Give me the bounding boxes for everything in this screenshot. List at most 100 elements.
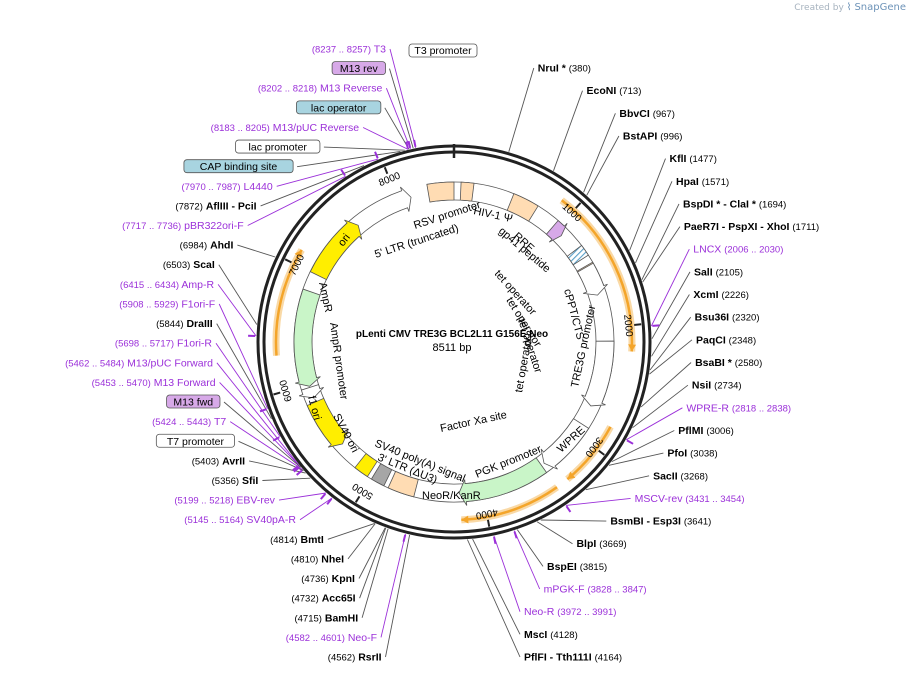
site-label-m13-puc-forward[interactable]: (5462 .. 5484) M13/pUC Forward <box>65 357 213 369</box>
site-label-nrui[interactable]: NruI * (380) <box>538 63 591 75</box>
leader-line <box>611 430 675 463</box>
site-label-hpai[interactable]: HpaI (1571) <box>676 176 729 188</box>
site-label-lac-promoter[interactable]: lac promoter <box>235 139 321 154</box>
site-label-pfoi[interactable]: PfoI (3038) <box>667 448 717 460</box>
site-label-lncx[interactable]: LNCX (2006 .. 2030) <box>693 244 783 256</box>
site-label-mscv-rev[interactable]: MSCV-rev (3431 .. 3454) <box>635 493 745 505</box>
feature-wpre[interactable] <box>581 340 615 407</box>
site-label-kpni[interactable]: (4736) KpnI <box>301 573 355 585</box>
site-label-m13-reverse[interactable]: (8202 .. 8218) M13 Reverse <box>258 83 383 95</box>
site-label-bstapi[interactable]: BstAPI (996) <box>623 130 683 142</box>
site-position: (2580) <box>735 358 762 369</box>
site-name: DraIII <box>186 318 212 330</box>
site-label-msci[interactable]: MscI (4128) <box>524 629 578 641</box>
t3-promoter-box[interactable]: T3 promoter <box>408 43 478 58</box>
site-label-scai[interactable]: (6503) ScaI <box>163 259 215 271</box>
site-label-bamhi[interactable]: (4715) BamHI <box>294 612 358 624</box>
site-label-bspdi-clai[interactable]: BspDI * - ClaI * (1694) <box>683 198 786 210</box>
site-name: BamHI <box>325 612 358 624</box>
feature-pgk-promoter[interactable] <box>540 418 590 470</box>
site-label-m13-forward[interactable]: (5453 .. 5470) M13 Forward <box>92 377 216 389</box>
site-label-paqci[interactable]: PaqCI (2348) <box>696 334 756 346</box>
site-label-m13-puc-reverse[interactable]: (8183 .. 8205) M13/pUC Reverse <box>211 122 360 134</box>
site-label-t7[interactable]: (5424 .. 5443) T7 <box>152 416 226 428</box>
site-label-f1ori-r[interactable]: (5698 .. 5717) F1ori-R <box>115 338 212 350</box>
feature-gp41-peptide[interactable] <box>545 219 568 243</box>
primer-marks <box>248 139 660 544</box>
site-name: HpaI <box>676 176 699 188</box>
site-label-bsmbi-esp3i[interactable]: BsmBI - Esp3I (3641) <box>610 516 711 528</box>
site-label-bsabi[interactable]: BsaBI * (2580) <box>695 357 762 369</box>
site-label-text: (4715) BamHI <box>294 612 358 624</box>
site-label-ahdi[interactable]: (6984) AhdI <box>180 240 234 252</box>
leader-line <box>327 522 375 540</box>
inner-label-ampr-promoter: AmpR promoter <box>327 322 350 401</box>
site-label-t3[interactable]: (8237 .. 8257) T3 <box>312 44 386 56</box>
feature-hiv-1[interactable] <box>459 181 475 202</box>
site-label-afliii-pcii[interactable]: (7872) AflIII - PciI <box>175 200 256 212</box>
feature-ori[interactable] <box>309 219 363 281</box>
site-label-mpgk-f[interactable]: mPGK-F (3828 .. 3847) <box>544 584 647 596</box>
site-label-bmti[interactable]: (4814) BmtI <box>270 534 324 546</box>
site-label-pflmi[interactable]: PflMI (3006) <box>678 425 733 437</box>
feature-neor-kanr[interactable] <box>458 457 548 506</box>
site-label-nsii[interactable]: NsiI (2734) <box>692 380 742 392</box>
site-label-pflfi-tth111i[interactable]: PflFI - Tth111I (4164) <box>524 652 622 664</box>
site-label-bbvci[interactable]: BbvCI (967) <box>619 108 674 120</box>
site-label-cap-binding-site[interactable]: CAP binding site <box>183 159 294 174</box>
leader-line <box>359 527 387 599</box>
site-label-text: (8237 .. 8257) T3 <box>312 44 386 56</box>
site-label-f1ori-f[interactable]: (5908 .. 5929) F1ori-F <box>119 298 215 310</box>
site-position: (5698 .. 5717) <box>115 339 174 350</box>
site-label-neo-r[interactable]: Neo-R (3972 .. 3991) <box>524 606 616 618</box>
feature-5-ltr-truncated[interactable] <box>426 181 455 203</box>
site-label-econi[interactable]: EcoNI (713) <box>587 85 642 97</box>
leader-line <box>629 158 666 251</box>
site-label-avrii[interactable]: (5403) AvrII <box>192 455 245 467</box>
site-label-sfii[interactable]: (5356) SfiI <box>212 475 259 487</box>
feature-f1-ori[interactable] <box>306 397 349 448</box>
site-position: (8237 .. 8257) <box>312 45 371 56</box>
site-label-amp-r[interactable]: (6415 .. 6434) Amp-R <box>120 279 215 291</box>
site-label-wpre-r[interactable]: WPRE-R (2818 .. 2838) <box>686 402 791 414</box>
site-label-draiii[interactable]: (5844) DraIII <box>156 318 213 330</box>
site-label-neo-f[interactable]: (4582 .. 4601) Neo-F <box>286 632 377 644</box>
feature-sv40-ori[interactable] <box>354 452 378 478</box>
site-label-paer7i-pspxi-xhoi[interactable]: PaeR7I - PspXI - XhoI (1711) <box>684 221 819 233</box>
site-name: BstAPI <box>623 130 658 142</box>
site-label-acc65i[interactable]: (4732) Acc65I <box>291 593 355 605</box>
site-label-kfli[interactable]: KflI (1477) <box>670 153 717 165</box>
site-name: M13 Reverse <box>320 83 383 95</box>
site-label-text: NsiI (2734) <box>692 380 742 392</box>
orange-feature-arcs <box>272 197 637 524</box>
site-label-t7-promoter[interactable]: T7 promoter <box>155 433 235 448</box>
site-label-l4440[interactable]: (7970 .. 7987) L4440 <box>181 181 272 193</box>
site-label-bsu36i[interactable]: Bsu36I (2320) <box>695 312 760 324</box>
feature-ampr-promoter[interactable] <box>298 384 324 399</box>
site-position: (4715) <box>294 613 321 624</box>
feature-tre3g-promoter[interactable] <box>577 262 608 296</box>
site-name: F1ori-R <box>177 338 212 350</box>
feature-cppt-cts[interactable] <box>566 244 589 266</box>
site-label-ebv-rev[interactable]: (5199 .. 5218) EBV-rev <box>174 495 275 507</box>
site-label-sacii[interactable]: SacII (3268) <box>653 470 708 482</box>
feature-rre[interactable] <box>506 193 539 222</box>
feature-3-ltr-u3[interactable] <box>387 470 419 498</box>
site-label-m13-fwd[interactable]: M13 fwd <box>166 394 221 409</box>
site-label-sali[interactable]: SalI (2105) <box>694 266 743 278</box>
site-label-pbr322ori-f[interactable]: (7717 .. 7736) pBR322ori-F <box>122 220 244 232</box>
site-label-m13-rev[interactable]: M13 rev <box>331 61 386 75</box>
site-position: (5356) <box>212 476 239 487</box>
site-label-sv40pa-r[interactable]: (5145 .. 5164) SV40pA-R <box>184 514 296 526</box>
primer-mark <box>320 493 327 500</box>
feature-sv40-poly-a-signal[interactable] <box>370 463 393 487</box>
feature-ampr[interactable] <box>293 288 321 387</box>
site-label-text: (8183 .. 8205) M13/pUC Reverse <box>211 122 360 134</box>
site-label-blpi[interactable]: BlpI (3669) <box>576 538 626 550</box>
site-label-lac-operator[interactable]: lac operator <box>296 100 382 115</box>
site-label-bspei[interactable]: BspEI (3815) <box>547 561 607 573</box>
site-label-xcmi[interactable]: XcmI (2226) <box>693 289 749 301</box>
site-label-nhei[interactable]: (4810) NheI <box>291 553 344 565</box>
site-label-rsrii[interactable]: (4562) RsrII <box>328 652 382 664</box>
primer-mark <box>326 498 333 505</box>
